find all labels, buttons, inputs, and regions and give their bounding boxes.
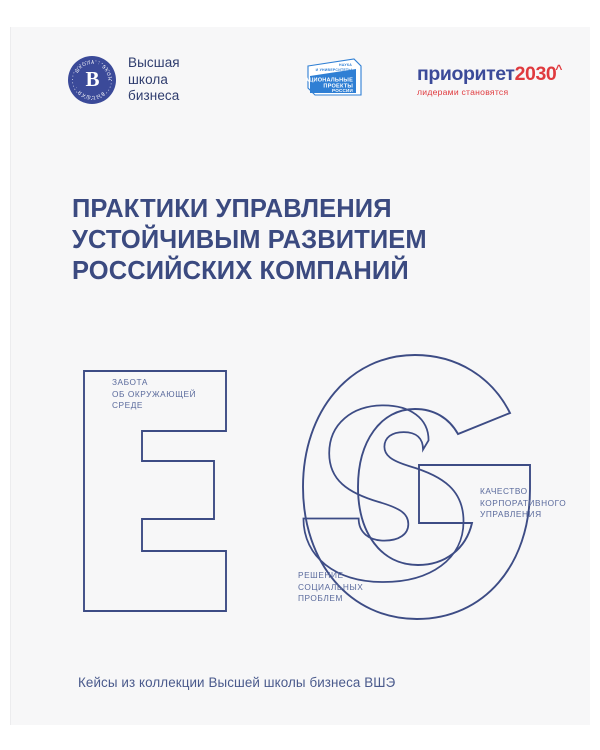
esg-letter-s-path: [302, 404, 465, 583]
hse-seal-icon: ШКОЛА · ЭКОНОМИКИ ВЫСШАЯ · В: [68, 55, 116, 104]
svg-text:НАУКА: НАУКА: [339, 63, 352, 67]
priority-2030-year: 2030: [514, 63, 557, 85]
esg-letter-e-path: [83, 370, 227, 612]
priority-2030-logo: приоритет2030^ лидерами становятся: [417, 59, 562, 97]
svg-text:ПРОЕКТЫ: ПРОЕКТЫ: [323, 83, 353, 89]
priority-2030-tagline: лидерами становятся: [417, 87, 509, 97]
priority-2030-caret-icon: ^: [555, 62, 562, 76]
title-line-2: УСТОЙЧИВЫМ РАЗВИТИЕМ: [72, 226, 427, 254]
esg-label-environmental: ЗАБОТА ОБ ОКРУЖАЮЩЕЙ СРЕДЕ: [112, 377, 197, 411]
cover-title: ПРАКТИКИ УПРАВЛЕНИЯ УСТОЙЧИВЫМ РАЗВИТИЕМ…: [72, 194, 542, 287]
svg-text:РОССИИ: РОССИИ: [332, 88, 353, 93]
esg-label-governance: КАЧЕСТВО КОРПОРАТИВНОГО УПРАВЛЕНИЯ: [480, 486, 567, 520]
svg-text:И УНИВЕРСИТЕТЫ: И УНИВЕРСИТЕТЫ: [316, 68, 353, 72]
svg-text:НАЦИОНАЛЬНЫЕ: НАЦИОНАЛЬНЫЕ: [306, 78, 353, 84]
cover-spine-edge: [10, 27, 11, 725]
esg-letter-g-shape: [302, 354, 531, 620]
cover-footer-text: Кейсы из коллекции Высшей школы бизнеса …: [78, 675, 396, 690]
title-line-3: РОССИЙСКИХ КОМПАНИЙ: [72, 257, 409, 285]
title-line-1: ПРАКТИКИ УПРАВЛЕНИЯ: [72, 195, 392, 223]
priority-2030-wordmark: приоритет2030^: [417, 59, 562, 85]
esg-label-social: РЕШЕНИЕ СОЦИАЛЬНЫХ ПРОБЛЕМ: [298, 570, 364, 604]
national-projects-badge: НАУКА И УНИВЕРСИТЕТЫ НАЦИОНАЛЬНЫЕ ПРОЕКТ…: [306, 49, 364, 99]
logo-row: ШКОЛА · ЭКОНОМИКИ ВЫСШАЯ · В Высшая школ…: [10, 45, 590, 115]
esg-monogram-artwork: [62, 345, 552, 645]
hse-logo-text: Высшая школа бизнеса: [128, 55, 180, 103]
priority-2030-word: приоритет: [417, 63, 515, 85]
hse-monogram: В: [85, 66, 99, 91]
hse-logo: ШКОЛА · ЭКОНОМИКИ ВЫСШАЯ · В Высшая школ…: [68, 55, 180, 105]
book-cover: ШКОЛА · ЭКОНОМИКИ ВЫСШАЯ · В Высшая школ…: [10, 27, 590, 725]
